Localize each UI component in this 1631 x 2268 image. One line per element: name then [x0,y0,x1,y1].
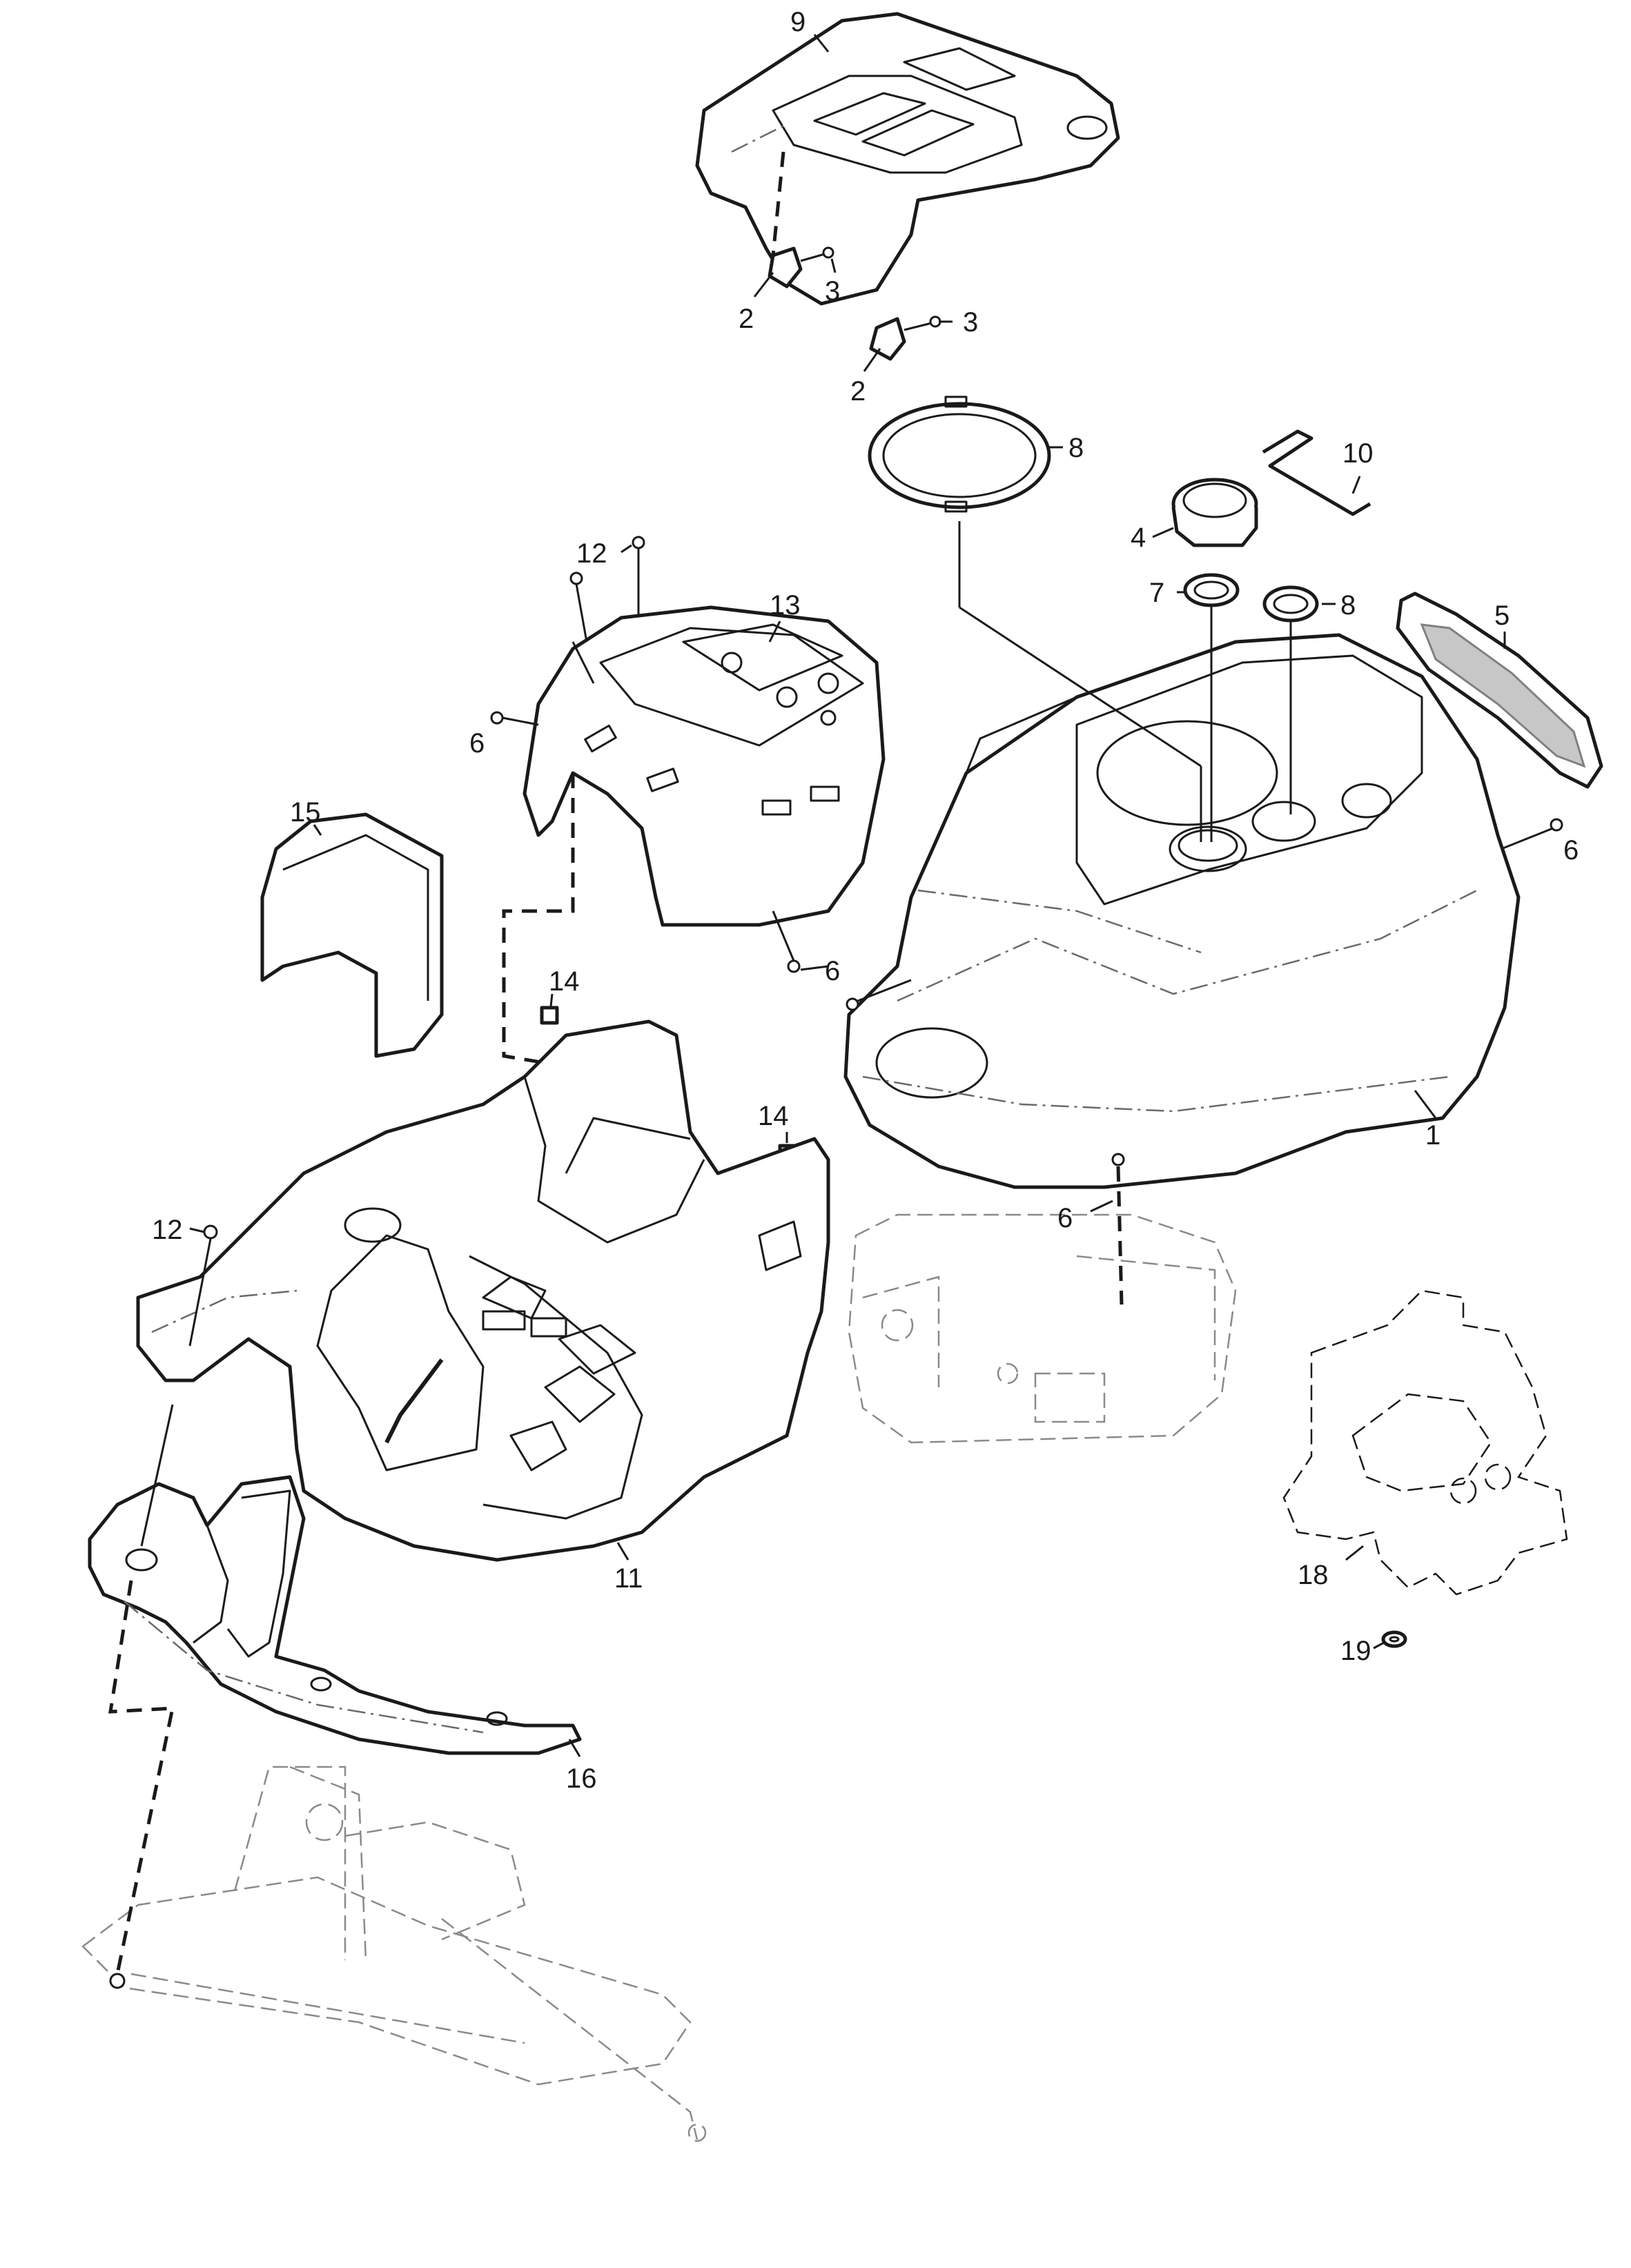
part-seat-bracket [260,812,444,1058]
callout-14b: 14 [758,1101,789,1131]
part-large-ring [868,395,1051,513]
part-wire-rod [1262,429,1371,516]
callout-8b: 8 [1340,590,1356,620]
alignment-lines [958,521,1292,842]
part-mesh-grille [1396,592,1603,789]
screws [140,536,1563,1547]
callout-6a: 6 [469,728,485,759]
part-rear-body [136,1019,830,1562]
part-screw-left [800,246,834,262]
callout-18: 18 [1298,1560,1329,1590]
callout-2b: 2 [850,376,866,407]
callout-19: 19 [1340,1636,1371,1666]
callout-6b: 6 [825,956,840,986]
callout-6d: 6 [1563,835,1579,866]
callout-6c: 6 [1057,1203,1073,1233]
callout-labels: 1 2 2 3 3 4 5 6 6 6 6 6 7 8 8 9 10 11 12… [152,7,1579,1794]
callout-3b: 3 [963,307,978,338]
callout-15: 15 [290,797,321,828]
callout-3a: 3 [825,276,840,306]
part-washer [1381,1630,1407,1648]
part-small-ring [1262,585,1319,623]
callout-14a: 14 [549,966,580,997]
part-nut-upper [540,1006,559,1025]
callout-2a: 2 [739,304,754,334]
callout-12b: 12 [152,1215,183,1245]
ghost-front-axle-frame [81,1766,707,2142]
callout-12a: 12 [576,538,607,569]
callout-11: 11 [614,1563,643,1594]
part-top-cover [695,12,1120,306]
callout-1: 1 [1425,1120,1440,1151]
part-gasket [1183,573,1240,607]
callout-8a: 8 [1068,433,1084,463]
callout-9: 9 [790,7,805,37]
callout-4: 4 [1131,522,1146,553]
callout-13: 13 [770,590,801,620]
part-main-body [843,633,1521,1189]
callout-16: 16 [566,1763,597,1794]
part-screw-right [904,315,941,331]
callout-7: 7 [1149,578,1164,608]
part-clip-left [768,151,803,289]
part-gasket-plate [1282,1289,1568,1596]
ghost-engine-frame [848,1213,1237,1444]
callout-leaders [189,34,1506,1757]
callout-5: 5 [1494,600,1510,631]
part-filler-cap [1171,478,1258,547]
callout-10: 10 [1342,438,1374,469]
part-front-bumper [88,1475,582,1989]
part-dash-housing [502,605,886,1065]
